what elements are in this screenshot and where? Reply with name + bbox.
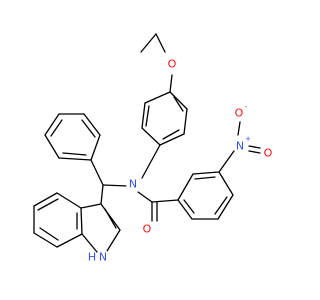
nitrophenyl-ring: [177, 171, 234, 220]
ethoxy-group: [140, 33, 173, 93]
bond: [169, 91, 188, 110]
bond: [183, 199, 195, 214]
bond: [102, 184, 129, 187]
bond: [183, 108, 188, 135]
bond: [80, 207, 83, 235]
nitro-oxygen-bottom-label: O: [264, 147, 273, 160]
bond: [141, 127, 161, 146]
bond: [80, 203, 102, 209]
bond: [141, 102, 146, 129]
nitro-oxygen-top-label: O: [235, 107, 244, 120]
molecule-structure: O N N + O - O O: [33, 33, 275, 264]
bond: [44, 134, 60, 159]
bond: [159, 133, 185, 146]
bond: [217, 194, 234, 220]
bond: [151, 199, 179, 203]
carbonyl-group: [151, 201, 158, 222]
carbonyl-oxygen-atom: O: [140, 222, 154, 236]
nitro-oxygen-bottom-atom: O: [261, 146, 275, 160]
indole-hydrogen-label: H: [88, 251, 96, 264]
bond: [83, 113, 101, 136]
bond: [194, 176, 216, 180]
atom-labels: O N N + O - O O: [86, 57, 275, 264]
bond: [214, 196, 228, 215]
bond: [33, 192, 58, 207]
bond: [140, 33, 157, 53]
bond: [33, 232, 58, 248]
bond: [141, 144, 161, 179]
bond: [106, 229, 121, 252]
bond: [177, 173, 194, 201]
bond: [218, 150, 235, 173]
bond: [237, 121, 241, 136]
bond: [177, 199, 193, 220]
bond: [81, 119, 96, 138]
ethoxyphenyl-ring: [141, 91, 188, 146]
bond: [104, 208, 117, 229]
bond: [44, 113, 60, 136]
phenyl-ring: [44, 113, 101, 161]
nitro-oxygen-top-atom: O -: [232, 103, 248, 120]
indole-nitrogen-label: N: [99, 251, 107, 264]
bond: [81, 233, 98, 253]
bond: [90, 134, 101, 161]
bond: [218, 171, 234, 196]
nitro-nitrogen-charge: +: [245, 135, 251, 143]
bond: [56, 192, 82, 209]
bond: [248, 150, 261, 154]
nitro-group: [218, 121, 261, 173]
bond: [100, 203, 121, 231]
bond: [173, 96, 184, 112]
indole-hydrogen-atom: H: [86, 251, 98, 264]
bond: [192, 171, 220, 175]
bond: [58, 157, 92, 161]
bond: [100, 184, 104, 205]
bond: [248, 145, 261, 149]
ether-oxygen-atom: O: [165, 57, 179, 71]
amide-nitrogen-atom: N: [126, 177, 140, 191]
bond: [62, 152, 87, 156]
bond: [162, 129, 180, 140]
nitro-nitrogen-atom: N +: [233, 135, 251, 153]
carbonyl-oxygen-label: O: [143, 223, 152, 236]
ether-oxygen-label: O: [168, 58, 177, 71]
bond: [137, 191, 153, 203]
bond: [56, 233, 83, 248]
indole-nitrogen-atom: N: [96, 250, 110, 264]
bond: [155, 33, 166, 53]
nitro-nitrogen-label: N: [236, 140, 244, 153]
bond: [39, 227, 59, 241]
structure-canvas: O N N + O - O O: [33, 33, 275, 264]
bond: [169, 74, 173, 93]
bond: [50, 119, 63, 137]
bond: [144, 91, 171, 104]
bond: [145, 105, 150, 127]
amide-nitrogen-label: N: [129, 178, 137, 191]
nitro-oxygen-top-charge: -: [245, 103, 248, 111]
bond: [37, 198, 59, 211]
bond: [90, 159, 104, 186]
indole-ring: [33, 192, 121, 253]
